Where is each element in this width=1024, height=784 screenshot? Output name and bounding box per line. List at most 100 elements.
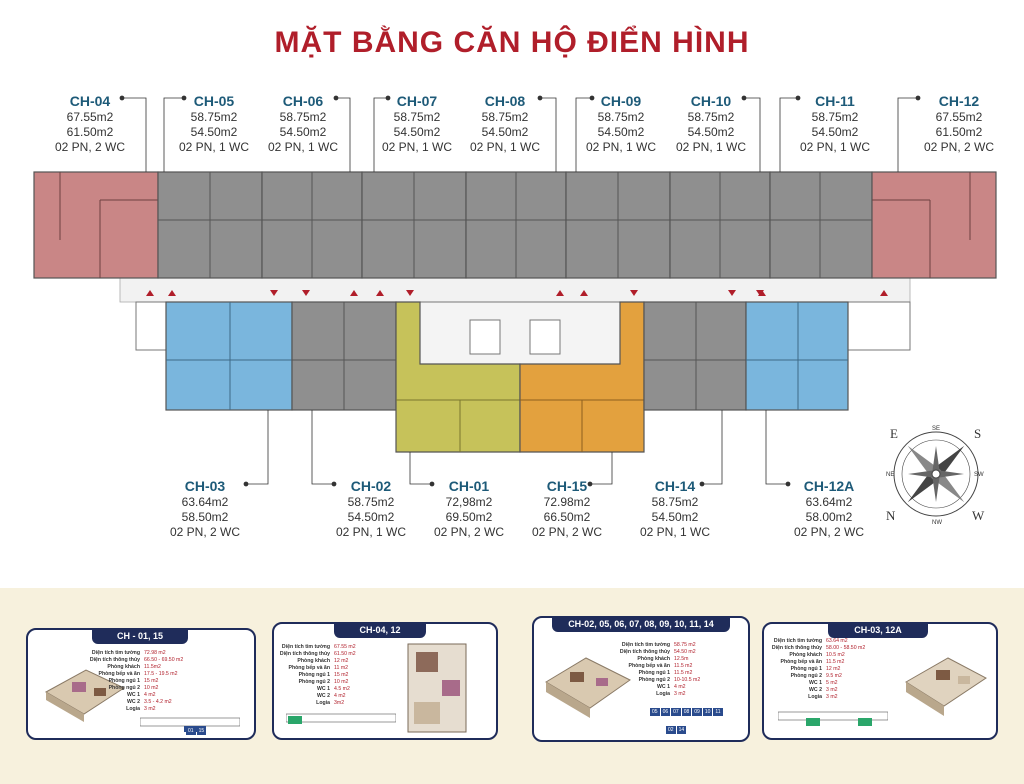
unit-net-area: 54.50m2 [687,125,735,139]
compass-minor-se: SE [932,426,940,432]
unit-3d-render-icon [545,657,631,718]
unit-rooms: 02 PN, 1 WC [178,140,250,154]
compass-letter-n: N [886,508,896,523]
unit-gross-area: 58.75m2 [651,495,699,509]
unit-gross-area: 72.98m2 [543,495,591,509]
unit-net-area: 58.50m2 [181,510,229,524]
unit-code: CH-02 [350,478,392,494]
unit-gross-area: 58.75m2 [279,110,327,124]
card-ch-02-group[interactable]: CH-02, 05, 06, 07, 08, 09, 10, 11, 14 Di… [532,616,750,742]
unit-ch-14-block[interactable] [643,301,747,411]
compass-minor-sw: SW [974,472,984,478]
unit-ch-05-block[interactable] [157,171,263,279]
unit-ch-10-block[interactable] [669,171,771,279]
unit-rooms: 02 PN, 2 WC [169,525,241,539]
unit-rooms: 02 PN, 2 WC [793,525,865,539]
unit-ch-08-block[interactable] [465,171,567,279]
unit-code: CH-12A [803,478,855,494]
unit-gross-area: 58.75m2 [393,110,441,124]
leader-lines-bottom [243,410,791,487]
unit-ch-03-block[interactable] [165,301,293,411]
core-block [419,301,621,365]
unit-gross-area: 58.75m2 [687,110,735,124]
unit-code: CH-11 [815,93,855,109]
unit-ch-11-block[interactable] [769,171,873,279]
unit-code: CH-15 [546,478,588,494]
unit-ch-02-block[interactable] [291,301,397,411]
compass-minor-ne: NE [886,472,894,478]
unit-net-area: 54.50m2 [651,510,699,524]
compass-letter-s: S [974,426,981,441]
unit-gross-area: 58.75m2 [811,110,859,124]
unit-ch-12a-block[interactable] [745,301,849,411]
unit-code: CH-10 [690,93,732,109]
stair-right [847,301,911,351]
compass-minor-nw: NW [932,520,942,526]
unit-gross-area: 72,98m2 [445,495,493,509]
unit-net-area: 54.50m2 [279,125,327,139]
unit-rooms: 02 PN, 2 WC [54,140,126,154]
unit-code: CH-08 [484,93,526,109]
unit-net-area: 61.50m2 [66,125,114,139]
unit-code: CH-07 [396,93,438,109]
unit-3d-render-icon [905,657,987,716]
unit-gross-area: 63.64m2 [805,495,853,509]
unit-gross-area: 58.75m2 [481,110,529,124]
unit-code: CH-12 [938,93,980,109]
page-title: MẶT BẰNG CĂN HỘ ĐIỂN HÌNH [274,26,750,59]
unit-ch-07-block[interactable] [361,171,467,279]
unit-rooms: 02 PN, 1 WC [675,140,747,154]
entrance-markers [146,290,888,296]
unit-ch-12-block[interactable] [871,171,997,279]
unit-ch-09-block[interactable] [565,171,671,279]
unit-net-area: 54.50m2 [190,125,238,139]
unit-code: CH-01 [448,478,490,494]
corridor [119,277,911,303]
card-title: CH-04, 12 [334,624,426,638]
unit-net-area: 61.50m2 [935,125,983,139]
unit-gross-area: 58.75m2 [347,495,395,509]
unit-rooms: 02 PN, 1 WC [469,140,541,154]
unit-gross-area: 67.55m2 [66,110,114,124]
unit-code: CH-09 [600,93,642,109]
unit-net-area: 58.00m2 [805,510,853,524]
unit-net-area: 54.50m2 [393,125,441,139]
unit-net-area: 54.50m2 [347,510,395,524]
compass-letter-w: W [972,508,985,523]
unit-net-area: 54.50m2 [597,125,645,139]
unit-ch-06-block[interactable] [261,171,363,279]
key-plan-icon [286,713,396,724]
unit-ch-04-block[interactable] [33,171,159,279]
unit-3d-render-icon [44,669,126,722]
unit-net-area: 69.50m2 [445,510,493,524]
unit-gross-area: 58.75m2 [597,110,645,124]
unit-gross-area: 58.75m2 [190,110,238,124]
unit-code: CH-03 [184,478,226,494]
unit-code: CH-14 [654,478,696,494]
unit-net-area: 54.50m2 [811,125,859,139]
compass-rose-icon [893,431,979,517]
